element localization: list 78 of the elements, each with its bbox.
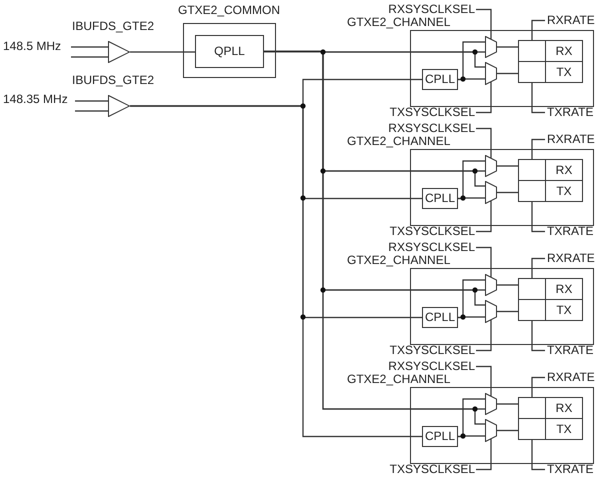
signal-label: TXSYSCLKSEL <box>378 463 475 476</box>
signal-label: RXRATE <box>547 14 599 27</box>
pll-box: QPLL <box>195 35 264 68</box>
signal-label: TXRATE <box>547 344 599 357</box>
frequency-label: 148.5 MHz <box>3 40 69 53</box>
multiplexer-symbol <box>485 36 497 58</box>
leader-line <box>531 138 545 159</box>
pll-box: CPLL <box>422 188 458 209</box>
signal-label: RXSYSCLKSEL <box>378 241 475 254</box>
data-path-block: TX <box>518 180 583 202</box>
frequency-label: 148.35 MHz <box>3 93 73 106</box>
signal-label: RXSYSCLKSEL <box>378 360 475 373</box>
leader-line <box>531 440 545 470</box>
block-label: IBUFDS_GTE2 <box>72 74 154 87</box>
block-title: GTXE2_CHANNEL <box>347 373 450 386</box>
signal-wire <box>497 165 518 167</box>
data-path-block: TX <box>518 418 583 440</box>
leader-line <box>476 201 492 232</box>
data-path-block: TX <box>518 299 583 321</box>
data-path-block: RX <box>518 278 583 300</box>
multiplexer-symbol <box>485 62 497 85</box>
multiplexer-symbol <box>485 274 497 296</box>
signal-label: TXRATE <box>547 225 599 238</box>
leader-line <box>476 246 492 277</box>
signal-wire <box>497 72 518 74</box>
signal-wire <box>497 430 518 432</box>
block-title: GTXE2_CHANNEL <box>347 16 450 29</box>
leader-line <box>531 376 545 397</box>
signal-wire <box>130 51 195 53</box>
leader-line <box>531 321 545 352</box>
multiplexer-symbol <box>485 155 497 177</box>
signal-label: RXRATE <box>547 371 599 384</box>
signal-wire <box>458 78 485 80</box>
leader-line <box>476 366 492 396</box>
leader-line <box>476 439 492 470</box>
block-title: GTXE2_COMMON <box>178 4 280 17</box>
signal-wire <box>497 310 518 312</box>
pll-box: CPLL <box>422 307 458 328</box>
data-path-block: RX <box>518 159 583 181</box>
signal-wire <box>497 403 518 405</box>
signal-wire <box>497 46 518 48</box>
block-title: GTXE2_CHANNEL <box>347 254 450 267</box>
signal-label: RXRATE <box>547 133 599 146</box>
block-title: GTXE2_CHANNEL <box>347 135 450 148</box>
signal-wire <box>497 284 518 286</box>
data-path-block: RX <box>518 397 583 419</box>
signal-wire <box>74 100 109 112</box>
data-path-block: RX <box>518 40 583 62</box>
multiplexer-symbol <box>485 419 497 442</box>
leader-line <box>531 20 545 40</box>
signal-label: TXSYSCLKSEL <box>378 225 475 238</box>
leader-line <box>531 202 545 232</box>
multiplexer-symbol <box>485 181 497 204</box>
leader-line <box>476 128 492 158</box>
pll-box: CPLL <box>422 69 458 90</box>
leader-line <box>531 258 545 278</box>
signal-wire <box>70 46 109 58</box>
block-label: IBUFDS_GTE2 <box>72 20 154 33</box>
signal-label: RXSYSCLKSEL <box>378 3 475 16</box>
signal-wire <box>497 192 518 194</box>
multiplexer-symbol <box>485 300 497 323</box>
leader-line <box>476 82 492 114</box>
signal-label: RXSYSCLKSEL <box>378 122 475 135</box>
signal-label: TXRATE <box>547 106 599 119</box>
signal-wire <box>130 105 422 438</box>
signal-wire <box>458 316 485 318</box>
signal-wire <box>458 197 485 200</box>
data-path-block: TX <box>518 61 583 83</box>
signal-label: TXSYSCLKSEL <box>378 106 475 119</box>
leader-line <box>531 83 545 114</box>
multiplexer-symbol <box>485 393 497 415</box>
leader-line <box>476 320 492 352</box>
signal-label: RXRATE <box>547 252 599 265</box>
pll-box: CPLL <box>422 426 458 447</box>
signal-label: TXRATE <box>547 463 599 476</box>
signal-wire <box>458 435 485 438</box>
leader-line <box>476 8 492 39</box>
signal-label: TXSYSCLKSEL <box>378 344 475 357</box>
